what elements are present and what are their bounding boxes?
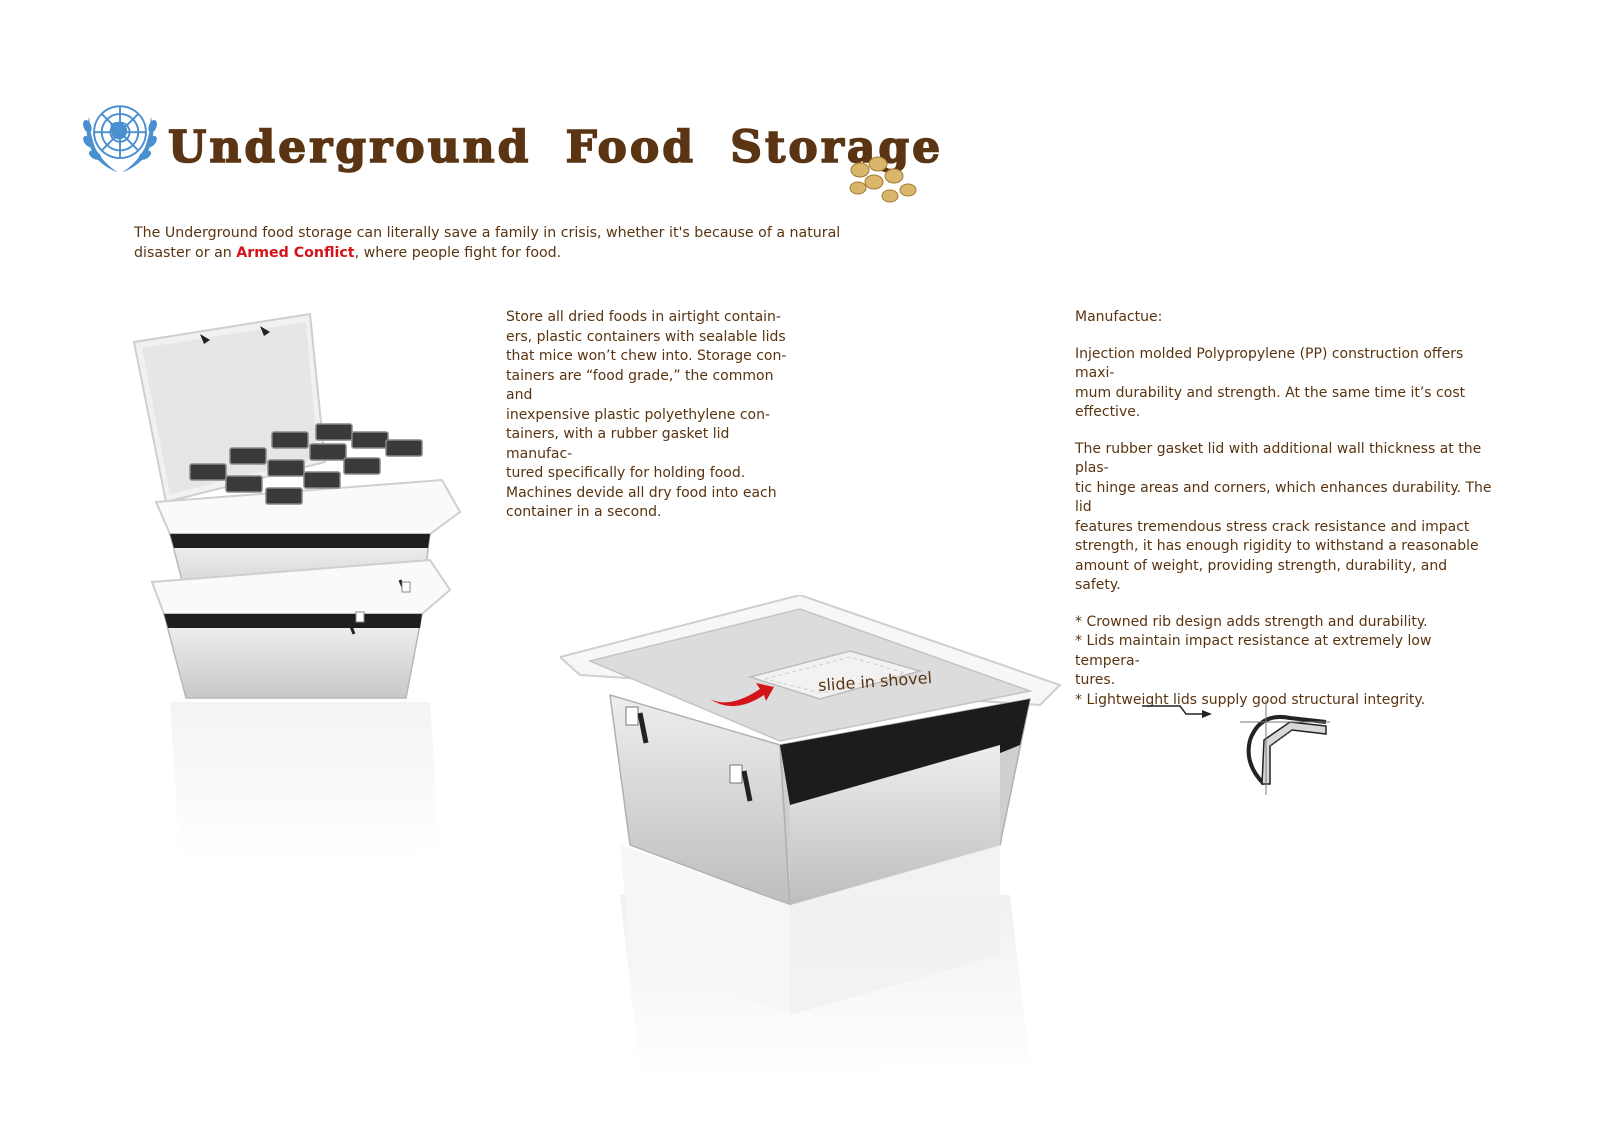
hinge-cross-section-icon [1240, 700, 1330, 795]
feature-list: * Crowned rib design adds strength and d… [1075, 613, 1495, 711]
storage-description: Store all dried foods in airtight contai… [506, 308, 796, 523]
armed-conflict-highlight: Armed Conflict [236, 244, 355, 261]
intro-text-start: The Underground food storage can literal… [134, 225, 841, 261]
list-item: * Lids maintain impact resistance at ext… [1075, 633, 1432, 688]
manufacture-section: Manufactue: Injection molded Polypropyle… [1075, 308, 1495, 710]
machine-paragraph: Machines devide all dry food into each c… [506, 484, 777, 521]
manufacture-heading: Manufactue: [1075, 309, 1163, 325]
intro-text-end: , where people fight for food. [354, 244, 562, 261]
intro-text: The Underground food storage can literal… [134, 224, 854, 263]
un-emblem-icon [83, 105, 157, 173]
list-item: * Lightweight lids supply good structura… [1075, 691, 1426, 708]
list-item: * Crowned rib design adds strength and d… [1075, 613, 1428, 630]
storage-paragraph: Store all dried foods in airtight contai… [506, 309, 787, 481]
closed-storage-box-illustration [560, 595, 1062, 1075]
manufacture-paragraph-lid: The rubber gasket lid with additional wa… [1075, 440, 1492, 594]
manufacture-paragraph-pp: Injection molded Polypropylene (PP) cons… [1075, 345, 1466, 421]
soybeans-icon [849, 156, 917, 203]
page-title: Underground Food Storage [167, 121, 944, 174]
pointer-arrow-icon [1142, 705, 1212, 718]
open-storage-box-illustration [132, 312, 462, 862]
